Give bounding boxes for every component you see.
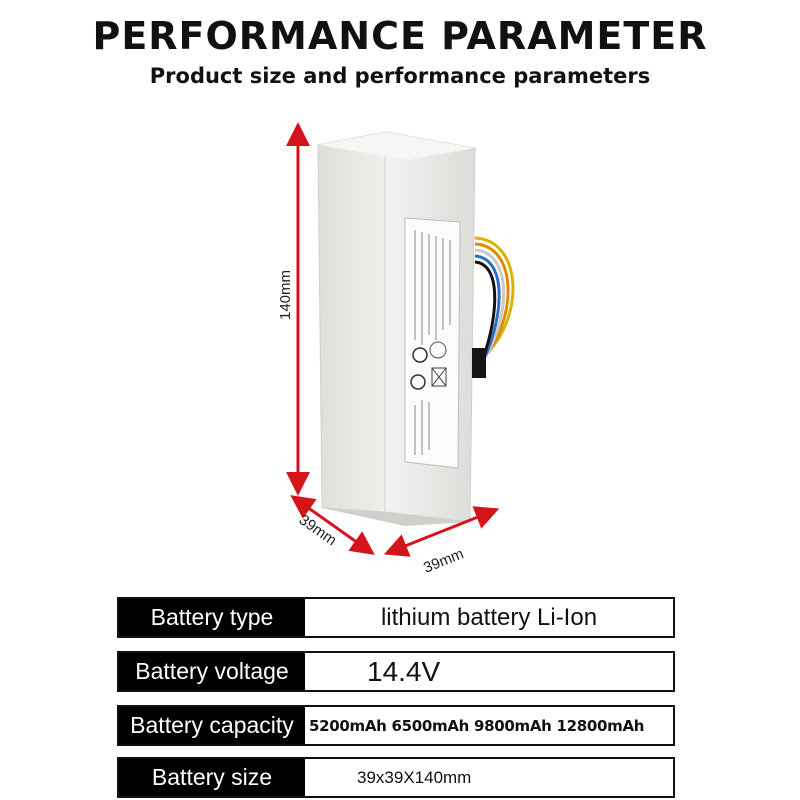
depth-label: 39mm	[296, 511, 340, 549]
spec-value: 5200mAh 6500mAh 9800mAh 12800mAh	[309, 716, 645, 735]
battery-wires	[474, 236, 515, 363]
height-label: 140mm	[277, 270, 294, 320]
spec-label: Battery capacity	[119, 707, 305, 744]
spec-row-battery-capacity: Battery capacity 5200mAh 6500mAh 9800mAh…	[117, 705, 675, 746]
battery-illustration: 140mm 39mm 39mm	[277, 122, 515, 577]
battery-pack	[317, 131, 515, 526]
page-title: PERFORMANCE PARAMETER	[92, 14, 708, 58]
spec-label: Battery size	[119, 759, 305, 796]
depth-arrow	[290, 495, 375, 555]
spec-value: lithium battery Li-Ion	[380, 603, 598, 631]
width-label: 39mm	[421, 545, 466, 576]
spec-value: 14.4V	[367, 655, 441, 687]
spec-row-battery-type: Battery type lithium battery Li-Ion	[117, 597, 675, 638]
page-subtitle: Product size and performance parameters	[149, 64, 651, 88]
spec-row-battery-voltage: Battery voltage 14.4V	[117, 651, 675, 692]
product-image: 140mm 39mm 39mm	[0, 110, 800, 590]
spec-row-battery-size: Battery size 39x39X140mm	[117, 757, 675, 798]
spec-value: 39x39X140mm	[357, 767, 472, 787]
width-arrow	[383, 506, 500, 557]
battery-connector	[472, 348, 486, 378]
spec-label: Battery voltage	[119, 653, 305, 690]
battery-label-sticker	[404, 217, 461, 469]
spec-label: Battery type	[119, 599, 305, 636]
